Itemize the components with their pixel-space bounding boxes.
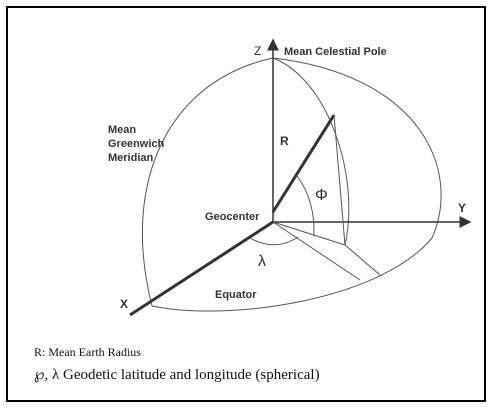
equator-label: Equator: [215, 289, 257, 301]
y-axis-label: Y: [458, 201, 466, 215]
projection-vertical: [333, 114, 346, 246]
greenwich-meridian-arc: [141, 57, 274, 307]
x-axis-line: [129, 220, 274, 317]
caption-coordinates-line: ℘, λ Geodetic latitude and longitude (sp…: [34, 365, 320, 384]
equator-arc: [151, 237, 433, 312]
caption-radius-line: R: Mean Earth Radius: [34, 345, 141, 359]
pole-label: Mean Celestial Pole: [284, 46, 387, 58]
radius-vector: [271, 114, 336, 213]
x-axis-label: X: [120, 297, 128, 311]
meridian-label-2: Greenwich: [108, 138, 165, 150]
equator-radial: [344, 244, 381, 276]
longitude-angle-arc: [249, 236, 299, 246]
meridian-label-3: Meridian: [108, 152, 154, 164]
z-axis-label: Z: [254, 44, 261, 58]
latitude-angle-arc: [296, 175, 315, 236]
figure-frame: [6, 6, 486, 402]
yz-meridian-arc: [272, 57, 442, 239]
meridian-label-1: Mean: [108, 124, 136, 136]
caption-symbols: ℘, λ: [34, 367, 60, 383]
radius-label: R: [280, 134, 289, 148]
longitude-ray: [272, 221, 361, 281]
projection-radial: [272, 221, 346, 246]
longitude-symbol: λ: [258, 253, 266, 270]
latitude-symbol: Φ: [315, 187, 328, 204]
caption-coordinates-text: Geodetic latitude and longitude (spheric…: [59, 367, 320, 383]
geocenter-label: Geocenter: [205, 211, 260, 223]
